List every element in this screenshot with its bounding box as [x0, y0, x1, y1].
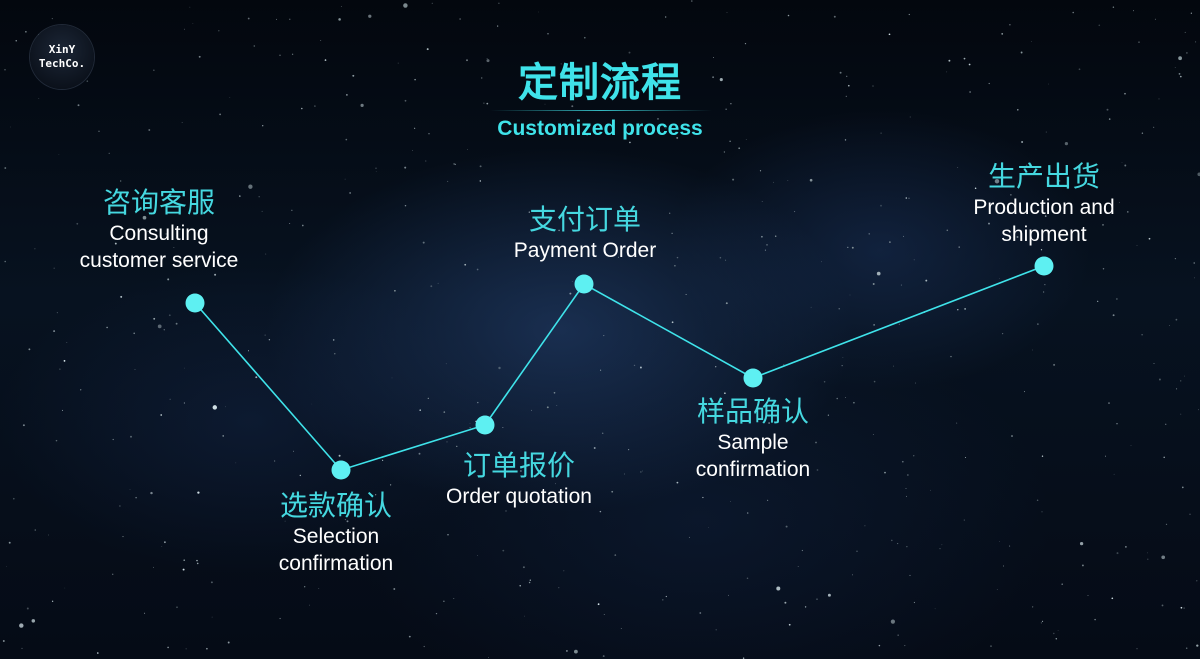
process-connector-line [195, 266, 1044, 470]
step-title-cn: 选款确认 [279, 489, 393, 523]
step-label-payment: 支付订单 Payment Order [514, 203, 656, 264]
step-node-production [1035, 257, 1054, 276]
step-title-cn: 支付订单 [514, 203, 656, 237]
step-label-production: 生产出货 Production and shipment [973, 160, 1114, 248]
step-node-payment [575, 275, 594, 294]
step-title-cn: 订单报价 [446, 449, 592, 483]
step-title-cn: 咨询客服 [80, 186, 239, 220]
step-label-sample: 样品确认 Sample confirmation [696, 395, 810, 483]
step-label-quotation: 订单报价 Order quotation [446, 449, 592, 510]
step-title-cn: 样品确认 [696, 395, 810, 429]
step-node-sample [744, 369, 763, 388]
step-title-en: Consulting customer service [80, 220, 239, 274]
step-label-selection: 选款确认 Selection confirmation [279, 489, 393, 577]
step-title-en: Production and shipment [973, 194, 1114, 248]
step-node-quotation [476, 416, 495, 435]
step-node-consulting [186, 294, 205, 313]
step-title-cn: 生产出货 [973, 160, 1114, 194]
step-title-en: Sample confirmation [696, 429, 810, 483]
step-label-consulting: 咨询客服 Consulting customer service [80, 186, 239, 274]
step-title-en: Payment Order [514, 237, 656, 264]
step-node-selection [332, 461, 351, 480]
step-title-en: Order quotation [446, 483, 592, 510]
step-title-en: Selection confirmation [279, 523, 393, 577]
